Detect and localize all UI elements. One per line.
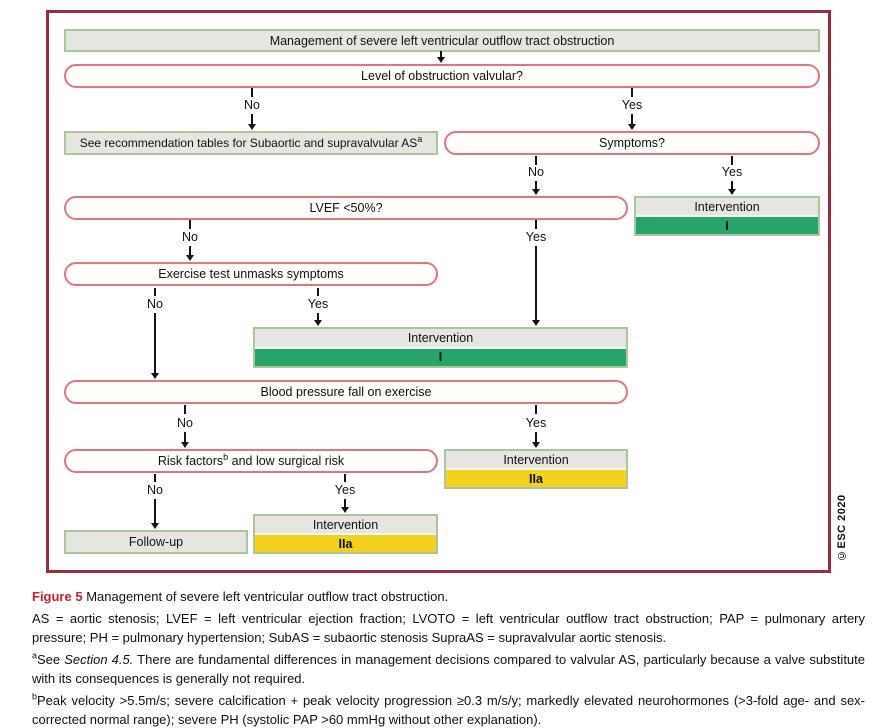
connector-line [631, 114, 633, 125]
caption-footnote-b: bPeak velocity >5.5m/s; severe calcifica… [32, 691, 865, 727]
connector-arrowhead [532, 320, 540, 326]
decision-lvef-text: LVEF <50%? [309, 201, 383, 215]
branch-label-no: No [177, 416, 193, 430]
connector-line [184, 405, 186, 414]
action-see-tables: See recommendation tables for Subaortic … [64, 131, 438, 155]
branch-label-yes: Yes [525, 416, 547, 430]
decision-lvef: LVEF <50%? [64, 196, 628, 220]
connector-line [731, 181, 733, 190]
decision-risk-factors: Risk factorsb and low surgical risk [64, 449, 438, 473]
connector-line [189, 246, 191, 256]
branch-label-no: No [182, 230, 198, 244]
branch-label-no: No [147, 297, 163, 311]
connector-arrowhead [181, 442, 189, 448]
branch-label-yes: Yes [307, 297, 329, 311]
connector-arrowhead [314, 320, 322, 326]
outcome-follow-up-text: Follow-up [128, 535, 184, 549]
connector-line [535, 432, 537, 443]
connector-arrowhead [532, 442, 540, 448]
connector-arrowhead [728, 189, 736, 195]
esc-copyright: ©ESC 2020 [836, 494, 848, 562]
branch-label-yes: Yes [721, 165, 743, 179]
decision-symptoms: Symptoms? [444, 131, 820, 155]
decision-exercise-test-text: Exercise test unmasks symptoms [158, 267, 344, 281]
class-i-badge: I [636, 217, 818, 234]
connector-arrowhead [151, 373, 159, 379]
outcome-intervention-class-i-right: Intervention I [634, 196, 820, 236]
connector-line [251, 88, 253, 97]
intervention-label: Intervention [446, 451, 626, 470]
connector-arrowhead [628, 124, 636, 130]
class-i-badge: I [255, 348, 626, 366]
flow-title-text: Management of severe left ventricular ou… [269, 33, 615, 48]
intervention-label: Intervention [636, 198, 818, 217]
connector-line [631, 88, 633, 97]
branch-label-yes: Yes [621, 98, 643, 112]
connector-line [535, 156, 537, 165]
outcome-intervention-class-iia-bottom: Intervention IIa [253, 514, 438, 554]
decision-valvular-text: Level of obstruction valvular? [361, 69, 523, 83]
decision-risk-factors-text: Risk factorsb and low surgical risk [157, 451, 345, 468]
decision-valvular: Level of obstruction valvular? [64, 64, 820, 88]
connector-line [154, 474, 156, 482]
outcome-intervention-class-i-mid: Intervention I [253, 327, 628, 368]
connector-arrowhead [341, 507, 349, 513]
branch-label-no: No [528, 165, 544, 179]
decision-exercise-test: Exercise test unmasks symptoms [64, 262, 438, 286]
decision-bp-fall: Blood pressure fall on exercise [64, 380, 628, 404]
connector-arrowhead [437, 57, 445, 63]
connector-line [154, 313, 156, 374]
connector-arrowhead [186, 255, 194, 261]
class-iia-badge: IIa [446, 470, 626, 487]
class-iia-badge: IIa [255, 535, 436, 552]
connector-line [344, 499, 346, 508]
connector-line [344, 474, 346, 482]
flow-title-box: Management of severe left ventricular ou… [64, 29, 820, 52]
figure-caption: Figure 5 Management of severe left ventr… [32, 587, 865, 728]
connector-arrowhead [248, 124, 256, 130]
branch-label-yes: Yes [525, 230, 547, 244]
branch-label-no: No [147, 483, 163, 497]
caption-abbreviations: AS = aortic stenosis; LVEF = left ventri… [32, 611, 865, 645]
connector-line [535, 181, 537, 190]
connector-line [731, 156, 733, 165]
decision-symptoms-text: Symptoms? [599, 136, 665, 150]
caption-footnote-a: aSee Section 4.5. There are fundamental … [32, 650, 866, 686]
intervention-label: Intervention [255, 329, 626, 349]
connector-line [440, 51, 442, 58]
outcome-follow-up: Follow-up [64, 530, 248, 554]
branch-label-no: No [244, 98, 260, 112]
connector-line [251, 114, 253, 125]
intervention-label: Intervention [255, 516, 436, 535]
connector-line [154, 288, 156, 296]
action-see-tables-text: See recommendation tables for Subaortic … [79, 134, 423, 151]
connector-line [154, 499, 156, 524]
connector-line [535, 246, 537, 321]
connector-arrowhead [532, 189, 540, 195]
figure-title: Management of severe left ventricular ou… [86, 589, 449, 604]
branch-label-yes: Yes [334, 483, 356, 497]
connector-line [317, 288, 319, 296]
connector-line [189, 220, 191, 229]
figure-label: Figure 5 [32, 589, 83, 604]
connector-line [535, 405, 537, 414]
decision-bp-fall-text: Blood pressure fall on exercise [260, 385, 432, 399]
connector-line [317, 313, 319, 321]
connector-line [184, 432, 186, 443]
connector-line [535, 220, 537, 229]
outcome-intervention-class-iia-right: Intervention IIa [444, 449, 628, 489]
connector-arrowhead [151, 523, 159, 529]
flowchart-frame [46, 10, 831, 573]
